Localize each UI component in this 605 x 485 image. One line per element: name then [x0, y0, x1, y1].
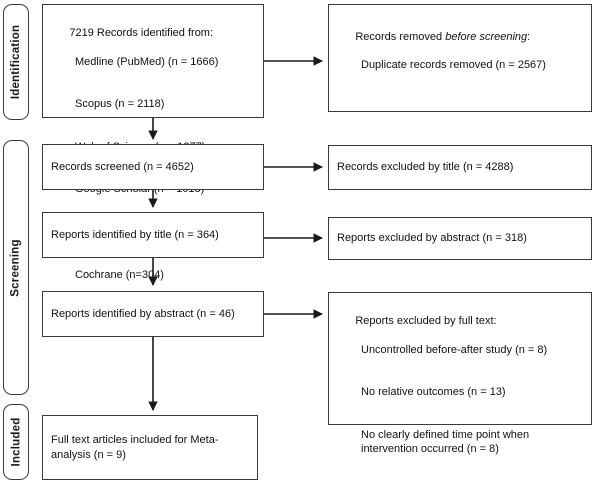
reports-identified-abstract-label: Reports identified by abstract (n = 46) — [51, 307, 235, 320]
records-identified-source: Cochrane (n=304) — [75, 268, 164, 281]
node-records-removed-before-screening: Records removed before screening: Duplic… — [328, 4, 592, 112]
reports-identified-title-label: Reports identified by title (n = 364) — [51, 228, 219, 241]
reports-excluded-fulltext-reason: No clearly defined time point when inter… — [361, 428, 533, 456]
records-identified-heading: 7219 Records identified from: — [69, 27, 214, 40]
reports-excluded-fulltext-heading: Reports excluded by full text: — [355, 315, 497, 328]
stage-tab-screening-label: Screening — [10, 238, 22, 297]
stage-tab-identification: Identification — [3, 4, 29, 120]
records-identified-source: Medline (PubMed) (n = 1666) — [75, 55, 219, 68]
node-records-identified: 7219 Records identified from: Medline (P… — [42, 4, 264, 323]
records-removed-heading: Records removed before screening: — [355, 31, 530, 43]
stage-tab-identification-label: Identification — [10, 24, 23, 100]
reports-excluded-fulltext-reason: No relative outcomes (n = 13) — [361, 386, 506, 399]
node-records-screened: Records screened (n = 4652) — [42, 144, 264, 190]
node-records-excluded-by-title: Records excluded by title (n = 4288) — [328, 145, 592, 190]
records-identified-source: Scopus (n = 2118) — [75, 98, 165, 111]
node-reports-excluded-by-full-text: Reports excluded by full text: Uncontrol… — [328, 292, 592, 455]
node-reports-excluded-by-abstract: Reports excluded by abstract (n = 318) — [328, 217, 592, 260]
records-removed-heading-italic: before screening — [445, 30, 528, 43]
stage-tab-screening: Screening — [3, 140, 29, 395]
records-removed-heading-post: : — [527, 30, 531, 43]
reports-excluded-fulltext-reason: Uncontrolled before-after study (n = 8) — [361, 343, 548, 356]
stage-tab-included: Included — [3, 404, 29, 480]
records-removed-heading-pre: Records removed — [355, 30, 446, 43]
records-removed-item: Duplicate records removed (n = 2567) — [361, 59, 546, 71]
included-fulltext-label: Full text articles included for Meta-ana… — [51, 434, 219, 461]
stage-tab-included-label: Included — [10, 417, 23, 467]
node-reports-identified-by-title: Reports identified by title (n = 364) — [42, 212, 264, 258]
node-reports-identified-by-abstract: Reports identified by abstract (n = 46) — [42, 291, 264, 337]
node-included-full-text-articles: Full text articles included for Meta-ana… — [42, 415, 258, 480]
reports-excluded-abstract-label: Reports excluded by abstract (n = 318) — [337, 232, 527, 245]
records-screened-label: Records screened (n = 4652) — [51, 160, 194, 173]
records-excluded-title-label: Records excluded by title (n = 4288) — [337, 161, 514, 174]
